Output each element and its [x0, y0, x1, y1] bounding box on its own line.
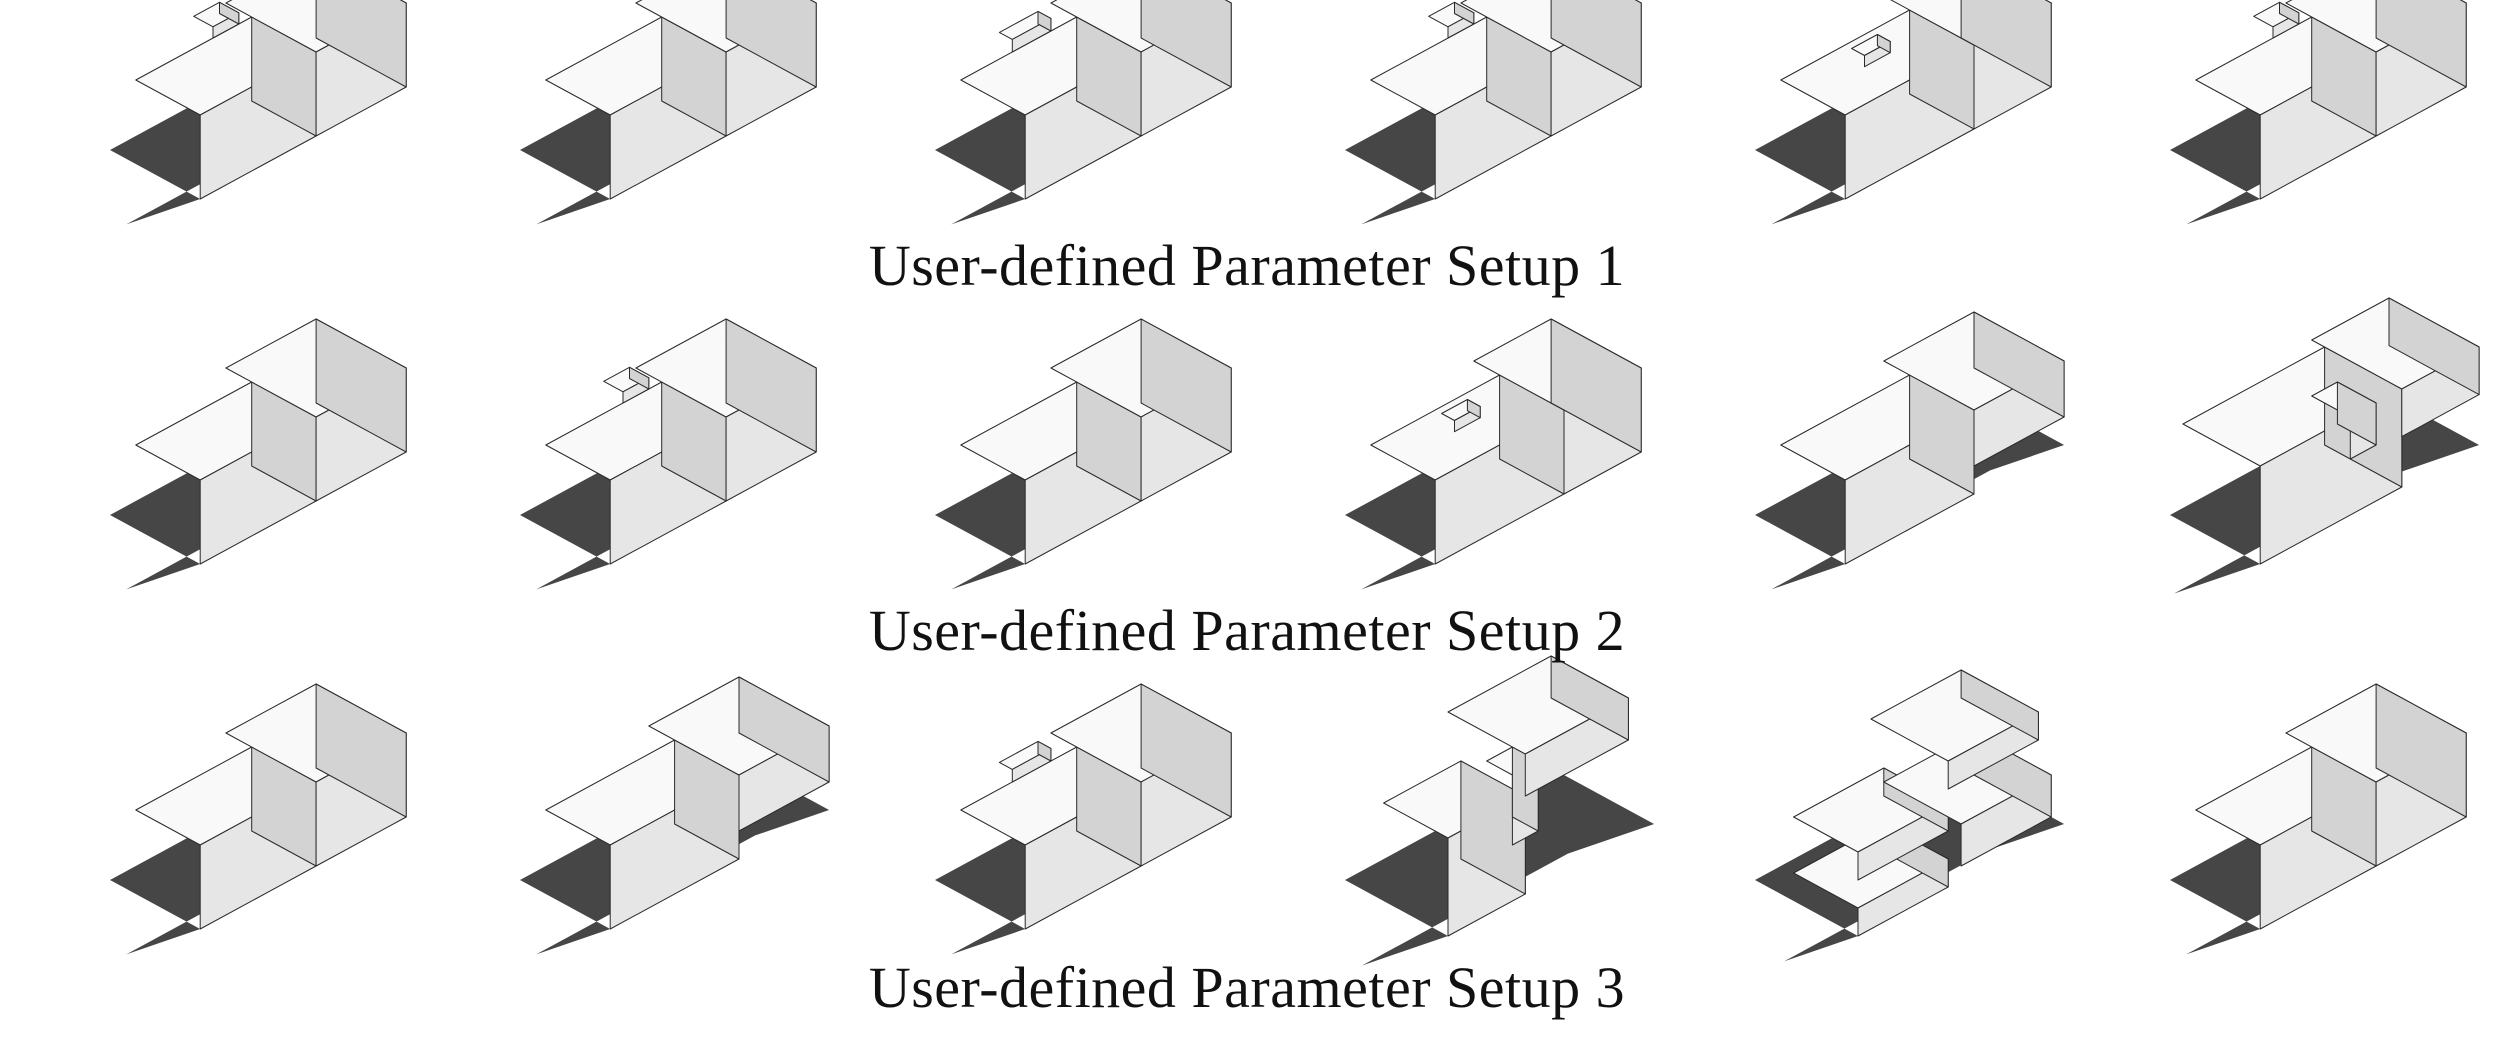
block-end-face [1550, 318, 1642, 453]
block-end-face [1960, 669, 2039, 741]
block-end-face [315, 683, 407, 818]
block-end-face [2279, 1, 2300, 25]
massing-model-r3-c6 [2170, 683, 2467, 955]
massing-model-r1-c2 [520, 0, 817, 225]
massing-model-r1-c4 [1345, 0, 1642, 225]
block-end-face [1037, 10, 1052, 32]
massing-model-r1-c3 [935, 0, 1232, 225]
row-caption-setup-1: User-defined Parameter Setup 1 [868, 233, 1626, 298]
massing-model-r3-c5 [1755, 669, 2065, 962]
block-end-face [738, 676, 830, 783]
massing-model-r1-c6 [2170, 0, 2467, 225]
block-end-face [1550, 655, 1629, 741]
massing-model-r3-c3 [935, 683, 1232, 955]
block-end-face [315, 318, 407, 453]
block-end-face [1466, 399, 1481, 419]
block-end-face [1550, 0, 1642, 88]
block-end-face [315, 0, 407, 88]
massing-model-r2-c5 [1755, 311, 2065, 590]
massing-model-r1-c1 [110, 0, 407, 225]
row-caption-setup-3: User-defined Parameter Setup 3 [868, 955, 1626, 1020]
massing-model-r2-c4 [1345, 318, 1642, 590]
block-end-face [629, 366, 650, 390]
block-end-face [725, 0, 817, 88]
massing-model-r2-c2 [520, 318, 817, 590]
massing-model-r2-c3 [935, 318, 1232, 590]
massing-model-r3-c4 [1345, 655, 1655, 966]
massing-model-r1-c5 [1755, 0, 2052, 225]
block-end-face [1960, 0, 2052, 88]
block-end-face [1140, 318, 1232, 453]
massing-model-r3-c2 [520, 676, 830, 955]
massing-model-r2-c1 [110, 318, 407, 590]
block-end-face [1973, 311, 2065, 418]
block-end-face [1037, 740, 1052, 762]
block-end-face [2375, 683, 2467, 818]
block-end-face [219, 1, 240, 25]
block-end-face [2336, 381, 2377, 446]
block-end-face [1140, 0, 1232, 88]
massing-model-r2-c6 [2170, 297, 2480, 594]
row-caption-setup-2: User-defined Parameter Setup 2 [868, 598, 1626, 663]
block-end-face [1876, 34, 1891, 54]
block-end-face [2375, 0, 2467, 88]
block-end-face [725, 318, 817, 453]
block-end-face [1140, 683, 1232, 818]
massing-model-r3-c1 [110, 683, 407, 955]
block-end-face [1454, 1, 1475, 25]
block-end-face [2388, 297, 2480, 396]
